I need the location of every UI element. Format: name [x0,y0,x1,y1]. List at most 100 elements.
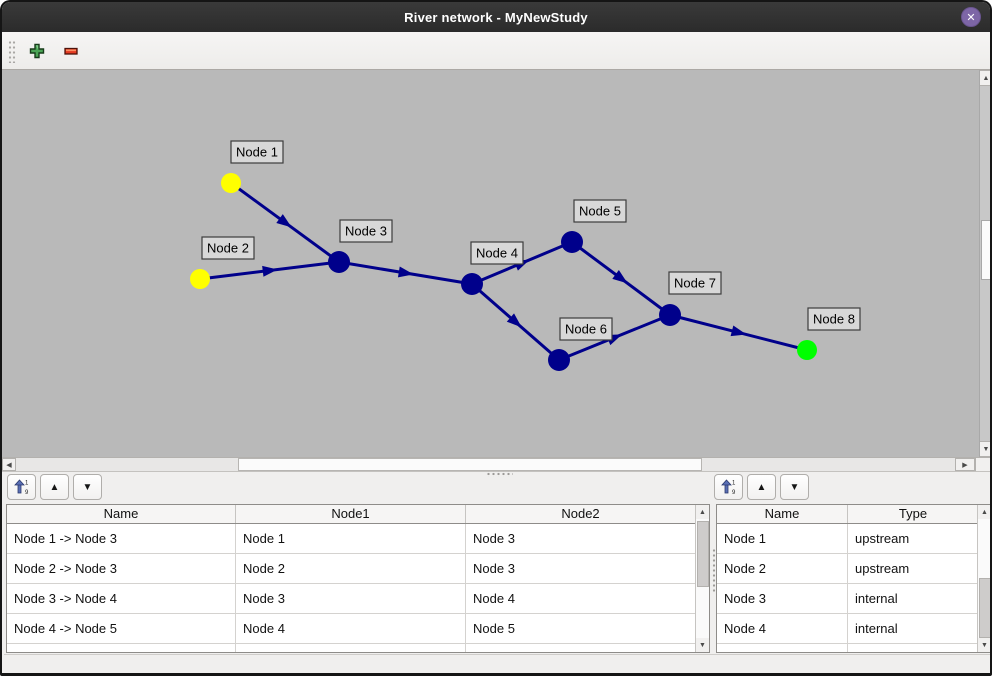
column-header-name[interactable]: Name [7,505,236,523]
node-label: Node 3 [345,224,387,239]
node-label-box[interactable] [470,241,524,265]
node-table-sort-button[interactable]: 1 9 [714,474,743,500]
close-icon: ✕ [966,11,976,24]
column-header-type[interactable]: Type [898,506,928,521]
scroll-right-button[interactable]: ▶ [955,458,975,471]
triangle-up-icon: ▲ [756,481,767,493]
column-header-node2[interactable]: Node2 [561,506,600,521]
node-label-box[interactable] [573,199,627,223]
add-node-button[interactable] [24,38,50,64]
cell: upstream [855,531,910,546]
cell [717,644,848,652]
edge-arrow-icon [612,270,628,284]
scroll-left-button[interactable]: ◀ [2,458,16,471]
node-circle-node-4[interactable] [461,273,483,295]
plus-icon [29,43,45,58]
edge-table-sort-button[interactable]: 1 9 [7,474,36,500]
node-circle-node-5[interactable] [561,231,583,253]
triangle-up-icon: ▲ [982,74,990,82]
node-table-row[interactable] [717,644,990,652]
node-label: Node 5 [579,204,621,219]
node-label: Node 6 [565,322,607,337]
node-circle-node-7[interactable] [659,304,681,326]
node-label-box[interactable] [559,317,613,341]
cell: Node 4 [473,591,515,606]
svg-text:9: 9 [25,490,29,495]
cell: Node 3 [717,584,848,613]
canvas-vertical-scrollbar[interactable]: ▲ ▼ [979,70,990,457]
scroll-thumb[interactable] [979,578,990,638]
sort-ascending-icon: 1 9 [13,479,29,495]
cell: upstream [855,561,910,576]
node-table-scrollbar[interactable]: ▲ ▼ [977,505,990,652]
cell: Node 1 -> Node 3 [7,524,236,553]
node-label-box[interactable] [230,140,284,164]
node-table-move-down-button[interactable]: ▼ [780,474,809,500]
cell: Node 3 -> Node 4 [7,584,236,613]
panel-splitter-handle[interactable] [485,471,513,477]
node-label: Node 8 [813,312,855,327]
node-label: Node 1 [236,145,278,160]
scroll-down-button[interactable]: ▼ [980,441,990,457]
node-label-box[interactable] [339,219,393,243]
edge-table-move-up-button[interactable]: ▲ [40,474,69,500]
triangle-down-icon: ▼ [981,641,988,649]
scroll-up-button[interactable]: ▲ [696,505,709,519]
table-splitter-handle[interactable] [711,547,717,593]
triangle-up-icon: ▲ [699,508,706,516]
node-label-box[interactable] [201,236,255,260]
edge-table-move-down-button[interactable]: ▼ [73,474,102,500]
triangle-down-icon: ▼ [699,641,706,649]
scroll-up-button[interactable]: ▲ [980,70,990,86]
node-label-box[interactable] [668,271,722,295]
vertical-scroll-thumb[interactable] [981,220,990,280]
toolbar-drag-handle[interactable] [7,38,16,63]
window-title: River network - MyNewStudy [404,9,588,25]
node-circle-node-3[interactable] [328,251,350,273]
title-bar[interactable]: River network - MyNewStudy ✕ [2,2,990,32]
node-circle-node-8[interactable] [797,340,817,360]
cell: Node 4 -> Node 5 [7,614,236,643]
node-circle-node-1[interactable] [221,173,241,193]
scroll-thumb[interactable] [697,521,709,587]
cell: Node 2 [236,554,466,583]
edge-table-row[interactable] [7,644,709,652]
triangle-up-icon: ▲ [981,508,988,516]
cell: Node 3 [236,584,466,613]
node-label-box[interactable] [807,307,861,331]
cell: internal [855,621,898,636]
canvas-horizontal-scrollbar[interactable]: ◀ ▶ [2,457,990,472]
edge-table-scrollbar[interactable]: ▲ ▼ [695,505,709,652]
node-circle-node-6[interactable] [548,349,570,371]
column-header-name[interactable]: Name [717,505,848,523]
scroll-down-button[interactable]: ▼ [696,638,709,652]
scroll-up-button[interactable]: ▲ [978,505,990,519]
cell: Node 5 [473,621,515,636]
scroll-down-button[interactable]: ▼ [978,638,990,652]
node-circle-node-2[interactable] [190,269,210,289]
edge-arrow-icon [730,325,747,337]
remove-node-button[interactable] [58,38,84,64]
horizontal-scroll-thumb[interactable] [238,458,702,471]
node-table-move-up-button[interactable]: ▲ [747,474,776,500]
cell: Node 1 [236,524,466,553]
svg-text:1: 1 [25,481,29,487]
close-button[interactable]: ✕ [961,7,981,27]
column-header-node1[interactable]: Node1 [236,505,466,523]
node-label: Node 7 [674,276,716,291]
cell [236,644,466,652]
edge-arrow-icon [276,214,292,228]
svg-text:9: 9 [732,490,736,495]
